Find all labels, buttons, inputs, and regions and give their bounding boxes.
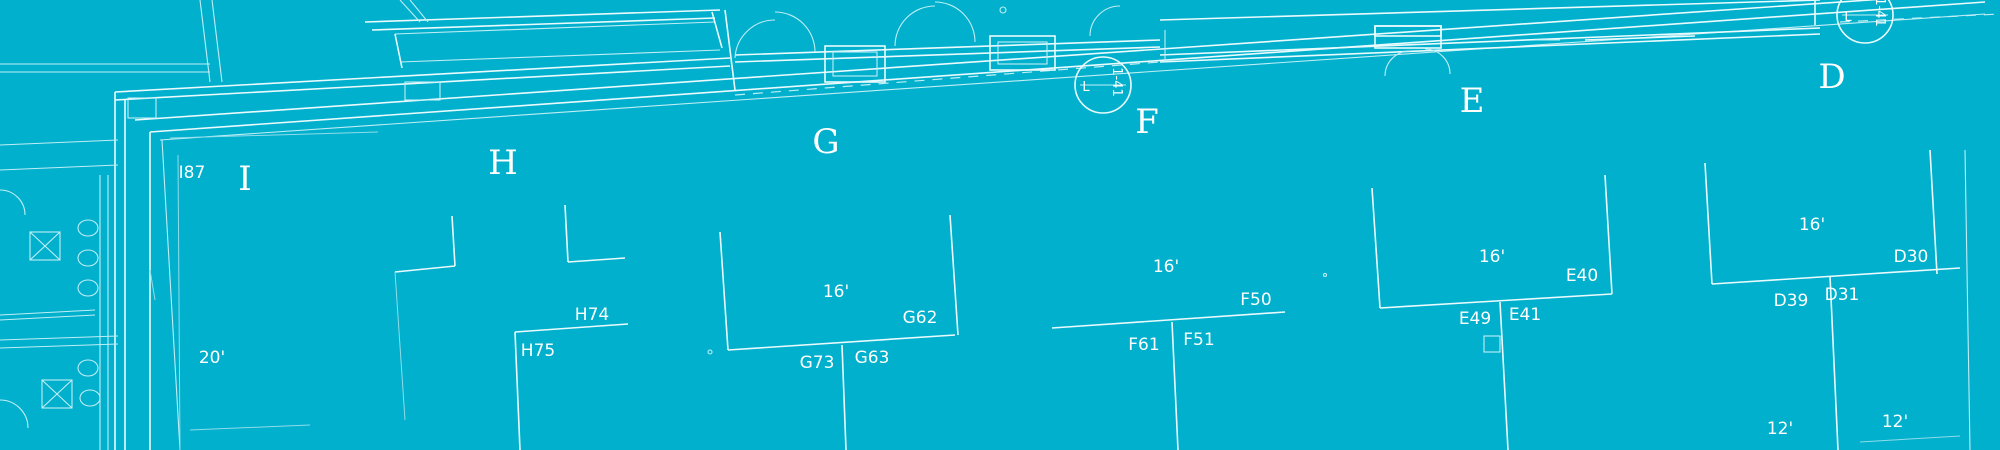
section-letter-d: D xyxy=(1818,57,1845,97)
callout-label: 1-41 xyxy=(1109,67,1124,97)
dimension-label: 16' xyxy=(823,282,849,302)
svg-text:L: L xyxy=(1844,10,1852,25)
section-letter-h: H xyxy=(488,143,518,183)
booth-label: F51 xyxy=(1183,330,1214,350)
dimension-label: 12' xyxy=(1882,412,1908,432)
booth-numbers: I87 H74 H75 G62 G73 G63 F50 F61 F51 E40 … xyxy=(179,163,1929,373)
dimension-labels: 20' 16' 16' 16' 16' 12' 12' xyxy=(199,215,1908,439)
upper-corridor xyxy=(364,0,2000,101)
booth-label: E41 xyxy=(1509,305,1541,325)
section-callout-1: 1-41 L xyxy=(1074,56,1132,114)
dimension-label: 12' xyxy=(1767,419,1793,439)
section-callout-2: 1-41 L xyxy=(1836,0,1894,44)
booth-label: G62 xyxy=(903,308,938,328)
booth-partitions xyxy=(149,131,1971,450)
booth-label: G63 xyxy=(855,348,890,368)
dimension-label: 16' xyxy=(1479,247,1505,267)
svg-text:L: L xyxy=(1082,80,1090,95)
restroom xyxy=(0,189,101,429)
booth-label: F50 xyxy=(1240,290,1271,310)
booth-label: I87 xyxy=(179,163,206,183)
section-letter-f: F xyxy=(1135,102,1159,142)
booth-label: E40 xyxy=(1566,266,1598,286)
section-letter-g: G xyxy=(812,122,839,162)
booth-label: H75 xyxy=(521,341,555,361)
booth-label: F61 xyxy=(1128,335,1159,355)
booth-label: H74 xyxy=(575,305,609,325)
booth-label: D30 xyxy=(1894,247,1929,267)
callout-label: 1-41 xyxy=(1872,0,1887,27)
section-letter-i: I xyxy=(238,159,251,199)
dimension-label: 16' xyxy=(1153,257,1179,277)
dimension-label: 20' xyxy=(199,348,225,368)
booth-label: D39 xyxy=(1774,291,1809,311)
section-letter-e: E xyxy=(1460,81,1485,121)
section-letters: I H G F E D xyxy=(238,57,1845,199)
dimension-label: 16' xyxy=(1799,215,1825,235)
booth-label: E49 xyxy=(1459,309,1491,329)
booth-label: D31 xyxy=(1825,285,1860,305)
booth-label: G73 xyxy=(800,353,835,373)
